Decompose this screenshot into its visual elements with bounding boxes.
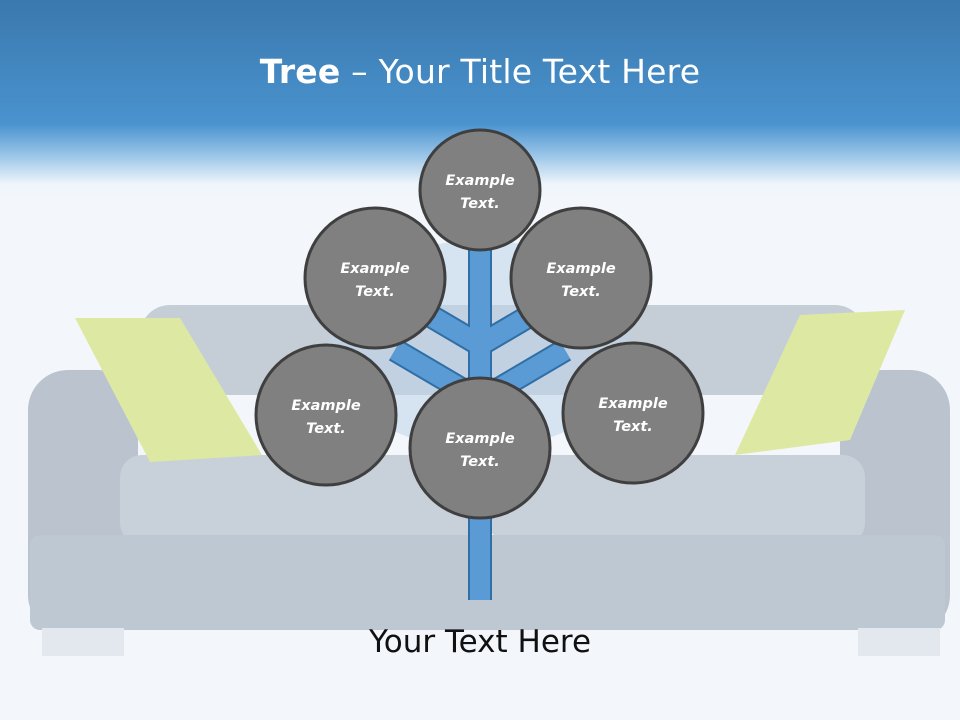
page-title: Tree – Your Title Text Here [0, 52, 960, 91]
node-label-line1: Example [291, 398, 361, 414]
node-circle [254, 343, 398, 487]
node-label-line1: Example [546, 261, 616, 277]
caption-text: Your Text Here [368, 624, 592, 660]
node-label-line2: Text. [460, 454, 500, 470]
node-label-line2: Text. [460, 196, 500, 212]
node-label-line2: Text. [306, 421, 346, 437]
node-label-line2: Text. [613, 419, 653, 435]
node-circle [303, 206, 447, 350]
node-label-line1: Example [445, 173, 515, 189]
tree-nodes: ExampleText.ExampleText.ExampleText.Exam… [254, 128, 705, 520]
title-bold: Tree [259, 52, 341, 91]
node-circle [408, 376, 552, 520]
title-dash: – [340, 52, 379, 91]
node-label-line1: Example [340, 261, 410, 277]
node-label-line2: Text. [561, 284, 601, 300]
node-circle [561, 341, 705, 485]
node-circle [509, 206, 653, 350]
node-circle [418, 128, 542, 252]
title-rest: Your Title Text Here [378, 52, 701, 91]
node-label-line1: Example [445, 431, 515, 447]
node-label-line2: Text. [355, 284, 395, 300]
node-label-line1: Example [598, 396, 668, 412]
